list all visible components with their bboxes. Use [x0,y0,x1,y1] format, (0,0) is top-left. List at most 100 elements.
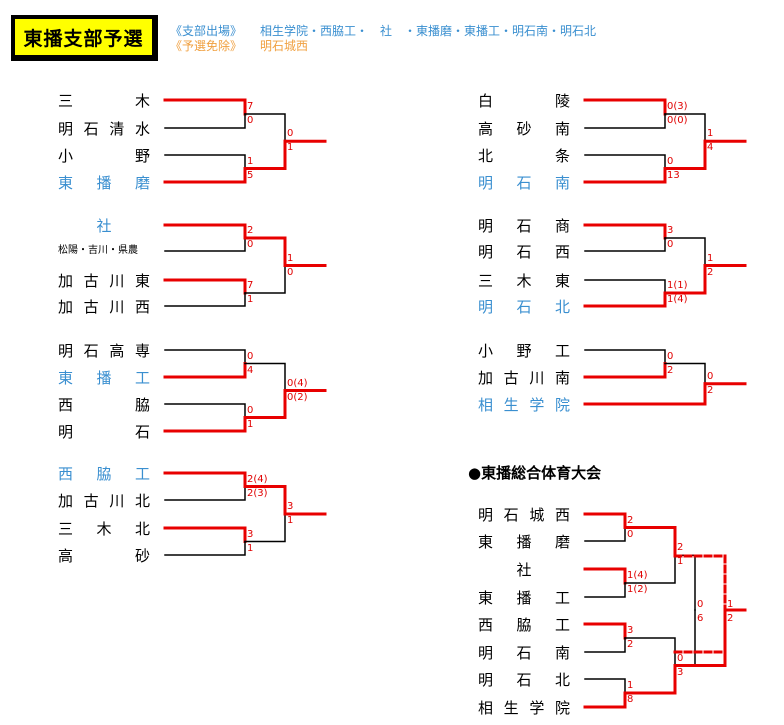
bracket-line [583,622,627,640]
bracket-line [164,113,246,129]
team-name: 社 [96,217,112,235]
score-label: 1 [287,515,294,526]
bracket-line [583,691,627,709]
bracket-line [244,264,286,294]
score-label: 2 [667,364,674,376]
score-label: 1 [627,680,634,691]
score-label: 1 [727,599,734,610]
score-label: 5 [247,169,254,181]
score-label: 3 [677,666,684,678]
score-label: 1 [247,542,254,554]
team-name: 明石北 [478,671,570,689]
bracket-line [624,554,676,584]
team-name: 加古川北 [58,492,150,510]
score-label: 0 [247,404,254,416]
title-box: 東播支部予選 [11,15,158,61]
bracket-line [164,292,246,307]
bracket-line [584,582,626,598]
score-label: 0(3) [667,101,688,112]
score-label: 1 [707,252,714,264]
score-label: 0 [247,239,254,250]
team-name: 社 [516,561,532,579]
score-label: 1(4) [667,294,688,305]
bracket-line [583,167,667,184]
bracket-line [163,416,247,433]
score-label: 1 [247,155,254,167]
bracket-line [243,139,287,170]
score-label: 2 [707,384,714,396]
score-label: 0 [247,115,254,126]
score-label: 1 [677,556,684,568]
score-label: 0 [697,599,704,610]
bracket-line [583,223,667,240]
score-label: 0 [627,528,634,540]
sub-tournament-title: ●東播総合体育大会 [468,464,602,482]
score-label: 3 [247,528,254,540]
score-label: 0 [667,155,674,167]
score-label: 1 [247,294,254,305]
bracket-line [584,637,626,653]
score-label: 1 [287,252,294,264]
score-label: 0 [677,652,684,664]
team-name: 明石城西 [478,506,570,524]
bracket-line [163,471,247,488]
team-name: 小 野 [58,147,150,165]
bracket-line [584,279,666,294]
team-name: 明 石 [58,423,150,441]
bracket-line [163,167,247,184]
score-label: 2 [727,613,734,624]
team-name: 明石南 [478,174,570,192]
score-label: 3 [667,225,674,236]
team-name: 明石高専 [58,342,150,360]
bracket-line [584,678,626,694]
team-name: 松陽・吉川・県農 [58,245,138,256]
bracket-line [243,389,287,419]
bracket-line [583,382,707,406]
team-name: 明石清水 [58,120,150,138]
team-name: 西 脇 [58,396,150,414]
exempt-teams: 明石城西 [260,39,309,53]
qualified-label: 《支部出場》 [170,24,243,38]
score-label: 0(0) [667,115,688,126]
team-name: 東播工 [478,589,570,607]
team-name: 明石商 [478,217,570,235]
bracket-line [663,139,707,170]
bracket-line [673,608,727,667]
team-name: 三 木 [58,92,150,110]
bracket-line [623,526,677,557]
bracket-line [243,236,287,267]
bracket-line [623,664,677,695]
team-name: 高砂南 [478,120,570,138]
team-name: 白 陵 [478,92,570,110]
score-label: 2(4) [247,473,268,485]
team-name: 加古川東 [58,272,150,290]
qualified-teams: 相生学院・西脇工・ 社 ・東播磨・東播工・明石南・明石北 [260,24,597,38]
score-label: 7 [247,280,254,291]
bracket-line [244,362,286,392]
team-name: 加古川南 [478,369,570,387]
bracket-line [163,362,247,379]
team-name: 明石西 [478,243,570,261]
page-title: 東播支部予選 [14,18,153,56]
score-label: 2 [627,639,634,650]
bracket-line [163,98,247,116]
score-label: 2 [247,225,254,236]
bracket-line [164,237,246,252]
score-label: 1 [287,142,294,154]
score-label: 0 [287,266,294,278]
team-name: 三木東 [478,272,570,290]
score-label: 2(3) [247,487,268,499]
score-label: 13 [667,169,680,181]
score-label: 1(2) [627,584,648,595]
score-label: 0(4) [287,377,308,389]
team-name: 小野工 [478,342,570,360]
bracket-line [584,349,666,365]
team-name: 東播磨 [58,174,150,192]
score-label: 0 [247,350,254,362]
score-label: 1 [247,418,254,430]
bracket-line [583,567,627,585]
score-label: 0(2) [287,391,308,403]
score-label: 1(4) [627,570,648,581]
score-label: 8 [627,694,634,705]
